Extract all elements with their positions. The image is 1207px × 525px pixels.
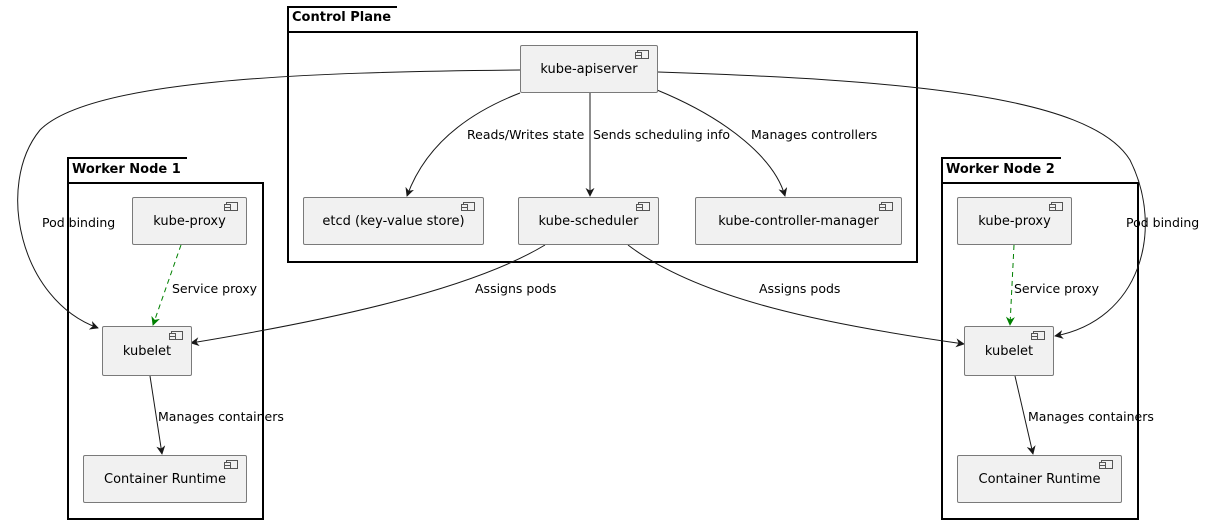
kube-apiserver-node: kube-apiserver [520, 45, 658, 93]
worker-2-kube-proxy-node: kube-proxy [957, 197, 1072, 245]
etcd-label: etcd (key-value store) [322, 213, 465, 229]
worker-1-kube-proxy-node: kube-proxy [132, 197, 247, 245]
worker-node-1-title: Worker Node 1 [72, 162, 181, 177]
worker-1-container-runtime-label: Container Runtime [104, 471, 226, 487]
worker-node-2-tab [941, 157, 1061, 184]
component-icon [635, 50, 649, 59]
edge-label-service-proxy-1: Service proxy [172, 281, 258, 296]
edge-apiserver-controller-manager [656, 89, 788, 197]
control-plane-tab [287, 6, 397, 33]
component-icon [1031, 331, 1045, 340]
worker-2-container-runtime-label: Container Runtime [978, 471, 1101, 487]
edge-label-assigns-pods-2: Assigns pods [759, 281, 841, 296]
edge-label-reads-writes: Reads/Writes state [467, 127, 585, 142]
edge-label-assigns-pods-1: Assigns pods [475, 281, 557, 296]
component-icon [169, 331, 183, 340]
component-icon [224, 202, 238, 211]
edge-proxy-kubelet-2 [1005, 244, 1015, 326]
worker-2-kube-proxy-label: kube-proxy [978, 213, 1051, 229]
worker-1-container-runtime-node: Container Runtime [83, 455, 247, 503]
component-icon [1049, 202, 1063, 211]
worker-2-container-runtime-node: Container Runtime [957, 455, 1122, 503]
component-icon [1099, 460, 1113, 469]
worker-node-2-title: Worker Node 2 [946, 162, 1055, 177]
component-icon [461, 202, 475, 211]
edge-kubelet-runtime-2 [1014, 375, 1036, 455]
worker-2-kubelet-node: kubelet [964, 326, 1054, 376]
worker-2-kubelet-label: kubelet [984, 343, 1034, 359]
kube-controller-manager-label: kube-controller-manager [718, 213, 879, 229]
kube-scheduler-node: kube-scheduler [518, 197, 659, 245]
worker-node-1-tab [67, 157, 187, 184]
edge-label-pod-binding-1: Pod binding [42, 215, 116, 230]
kube-scheduler-label: kube-scheduler [538, 213, 639, 229]
edge-label-manages-containers-1: Manages containers [158, 409, 284, 424]
edge-apiserver-kubelet-2 [657, 71, 1146, 339]
edge-apiserver-kubelet-1 [17, 69, 521, 330]
worker-1-kubelet-node: kubelet [102, 326, 192, 376]
edge-label-manages-containers-2: Manages containers [1028, 409, 1154, 424]
etcd-node: etcd (key-value store) [303, 197, 484, 245]
edge-kubelet-runtime-1 [149, 375, 166, 455]
edge-label-sends-scheduling: Sends scheduling info [593, 127, 731, 142]
worker-1-kube-proxy-label: kube-proxy [153, 213, 226, 229]
edge-label-service-proxy-2: Service proxy [1014, 281, 1100, 296]
control-plane-title: Control Plane [292, 10, 392, 25]
edge-apiserver-etcd [405, 92, 521, 197]
edge-label-manages-controllers: Manages controllers [751, 127, 878, 142]
worker-1-kubelet-label: kubelet [122, 343, 172, 359]
component-icon [224, 460, 238, 469]
kube-apiserver-label: kube-apiserver [540, 61, 638, 77]
component-icon [879, 202, 893, 211]
edge-label-pod-binding-2: Pod binding [1126, 215, 1200, 230]
edge-scheduler-kubelet-1 [190, 244, 546, 347]
kube-controller-manager-node: kube-controller-manager [695, 197, 902, 245]
edge-scheduler-kubelet-2 [627, 244, 965, 348]
component-icon [636, 202, 650, 211]
